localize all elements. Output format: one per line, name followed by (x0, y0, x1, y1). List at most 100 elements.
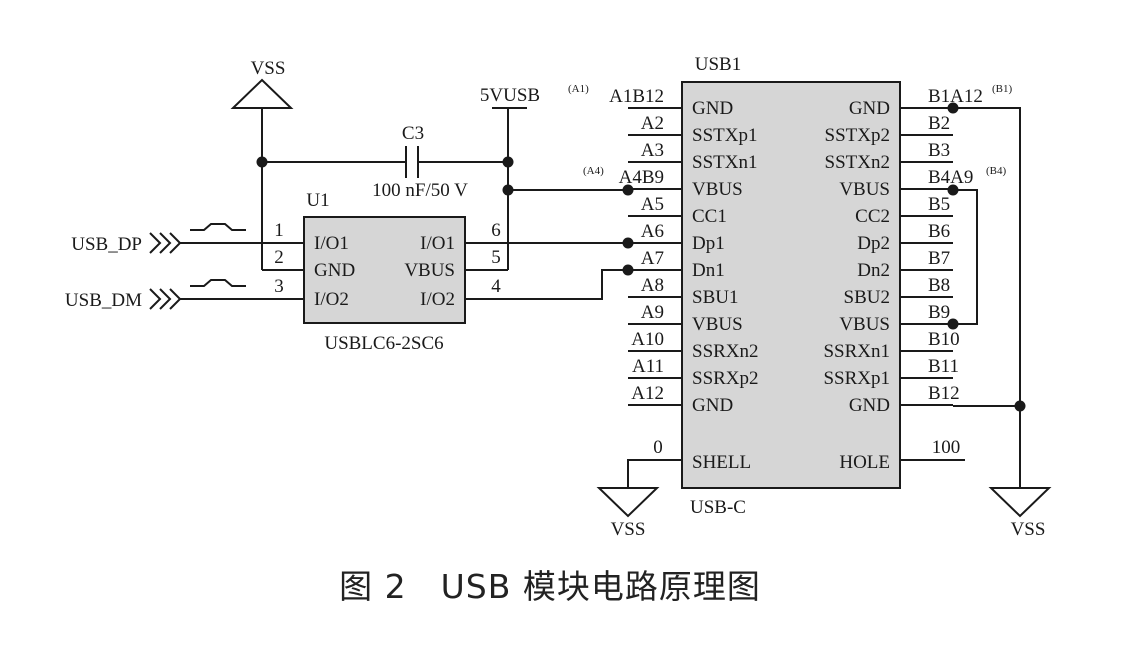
usb1-right-pin-name: CC2 (855, 206, 890, 227)
usb1-left-pin-num: A7 (641, 248, 664, 269)
usb-dm-port-arrow-3 (169, 288, 182, 310)
shell-pin-wire (627, 459, 682, 488)
usb1-right-pin-num: B1A12 (928, 86, 983, 107)
usb1-left-pin-name: SSTXn1 (692, 152, 757, 173)
vss-right-label: VSS (1011, 519, 1046, 540)
usb1-left-pin-name: CC1 (692, 206, 727, 227)
usb1-left-pin-num: A6 (641, 221, 664, 242)
u1-pin6-name: I/O1 (420, 233, 455, 254)
u1-pin4-name: I/O2 (420, 289, 455, 310)
u1-pin4-num: 4 (491, 276, 501, 297)
usb-dp-port-arrow-3 (169, 232, 182, 254)
usb1-right-pin-num: B10 (928, 329, 960, 350)
vbus-loop-wire (953, 189, 978, 325)
junction-vbus (502, 184, 514, 196)
net-usb-dp-label: USB_DP (71, 234, 142, 255)
usb-dp-diff-symbol (190, 223, 246, 231)
usb1-right-pin-name: SSTXn2 (825, 152, 890, 173)
usb1-body (681, 81, 901, 489)
u1-pin2-num: 2 (274, 247, 284, 268)
u1-body (303, 216, 466, 324)
usb1-left-pin-name: SBU1 (692, 287, 738, 308)
usb1-right-pin-num: B7 (928, 248, 950, 269)
usb1-right-pin-num: B3 (928, 140, 950, 161)
usb1-right-pin-name: SBU2 (844, 287, 890, 308)
usb1-right-pin-name: GND (849, 395, 890, 416)
usb1-right-pin-name: SSRXn1 (823, 341, 890, 362)
usb1-right-pin-name: Dp2 (857, 233, 890, 254)
vss-left-symbol (230, 78, 294, 109)
shell-pin-name: SHELL (692, 452, 751, 473)
junction-c3-left (256, 156, 268, 168)
usb1-left-pin-name: Dn1 (692, 260, 725, 281)
usb1-right-pin-num: B2 (928, 113, 950, 134)
usb1-ref: USB1 (695, 54, 741, 75)
u1-ref: U1 (306, 190, 329, 211)
usb1-right-pin-name: VBUS (839, 314, 890, 335)
usb1-right-pin-num: B12 (928, 383, 960, 404)
usb1-left-pin-num: A3 (641, 140, 664, 161)
net-usb-dm-label: USB_DM (65, 290, 142, 311)
usb1-left-pin-name: SSRXn2 (692, 341, 759, 362)
usb1-right-pin-name: VBUS (839, 179, 890, 200)
rail-5vusb-label: 5VUSB (480, 85, 540, 106)
usb1-right-pin-num: B6 (928, 221, 950, 242)
usb1-left-pin-num: A4B9 (619, 167, 664, 188)
hole-pin-name: HOLE (839, 452, 890, 473)
usb1-right-pin-name: SSTXp2 (825, 125, 890, 146)
usb1-left-pin-num: A5 (641, 194, 664, 215)
vss-bottom-symbol (596, 487, 660, 518)
usb1-left-pin-name: GND (692, 98, 733, 119)
vss-bottom-label: VSS (611, 519, 646, 540)
usb1-left-pin-name: SSTXp1 (692, 125, 757, 146)
usb1-right-pin-num: B8 (928, 275, 950, 296)
usb1-left-pin-name: SSRXp2 (692, 368, 759, 389)
usb1-left-pin-name: VBUS (692, 314, 743, 335)
usb-dp-port-arrow-2 (159, 232, 172, 254)
shell-pin-num: 0 (653, 437, 663, 458)
usb-dm-port-arrow-1 (149, 288, 162, 310)
usb1-sup-b4: (B4) (986, 165, 1007, 177)
usb1-sup-a4: (A4) (583, 165, 604, 177)
usb1-right-pin-num: B9 (928, 302, 950, 323)
u1-part: USBLC6-2SC6 (324, 333, 443, 354)
u1-pin1-num: 1 (274, 220, 284, 241)
vss-right-symbol (988, 487, 1052, 518)
u1-pin4-wire (465, 269, 628, 300)
u1-pin6-num: 6 (491, 220, 501, 241)
usb1-sup-a1: (A1) (568, 83, 589, 95)
c3-value: 100 nF/50 V (372, 180, 468, 201)
usb1-right-pin-num: B4A9 (928, 167, 973, 188)
usb1-left-pin-num: A11 (632, 356, 664, 377)
vss-left-label: VSS (251, 58, 286, 79)
usb1-left-pin-name: Dp1 (692, 233, 725, 254)
c3-ref: C3 (402, 123, 424, 144)
usb1-right-pin-name: SSRXp1 (823, 368, 890, 389)
hole-pin-num: 100 (932, 437, 961, 458)
usb1-part: USB-C (690, 497, 746, 518)
usb-dp-port-arrow-1 (149, 232, 162, 254)
u1-pin1-name: I/O1 (314, 233, 349, 254)
usb1-left-pin-num: A9 (641, 302, 664, 323)
usb1-left-pin-num: A8 (641, 275, 664, 296)
figure-caption: 图 2 USB 模块电路原理图 (339, 567, 761, 606)
u1-pin3-name: I/O2 (314, 289, 349, 310)
usb1-right-pin-name: GND (849, 98, 890, 119)
usb1-right-pin-num: B11 (928, 356, 959, 377)
usb1-left-pin-num: A1B12 (609, 86, 664, 107)
u1-pin3-num: 3 (274, 276, 284, 297)
usb1-right-pin-name: Dn2 (857, 260, 890, 281)
usb1-left-pin-name: GND (692, 395, 733, 416)
u1-pin2-name: GND (314, 260, 355, 281)
usb1-right-pin-num: B5 (928, 194, 950, 215)
usb-dm-port-arrow-2 (159, 288, 172, 310)
u1-pin5-name: VBUS (404, 260, 455, 281)
usb-dm-diff-symbol (190, 279, 246, 287)
u1-pin5-num: 5 (491, 247, 501, 268)
gnd-bus-right (953, 107, 1021, 488)
usb1-left-pin-num: A2 (641, 113, 664, 134)
junction-c3-right (502, 156, 514, 168)
usb1-left-pin-num: A10 (631, 329, 664, 350)
